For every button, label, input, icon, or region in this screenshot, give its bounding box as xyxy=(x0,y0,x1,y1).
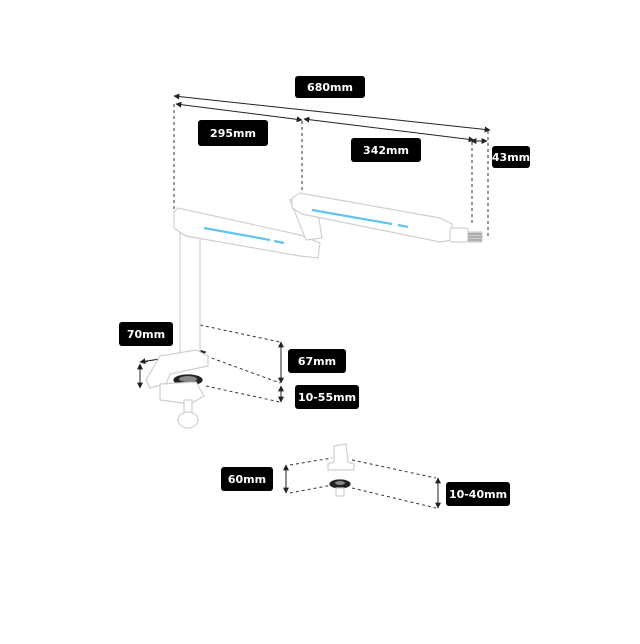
rear-led-dot xyxy=(273,239,285,245)
rear-arm-arrow xyxy=(175,101,303,123)
tip-mount xyxy=(449,227,469,243)
label-clamp-height: 67mm xyxy=(288,349,346,373)
grommet-screw xyxy=(335,487,345,497)
front-led xyxy=(311,208,393,226)
label-tip-drop: 43mm xyxy=(492,146,530,168)
clamp-knob xyxy=(177,411,199,429)
front-arm-arrow xyxy=(303,116,475,143)
front-led-dot xyxy=(397,223,409,229)
label-grommet-height: 60mm xyxy=(221,467,273,491)
boom-arm xyxy=(173,192,483,359)
rear-arm xyxy=(173,207,321,259)
clamp-top-jaw xyxy=(145,349,209,389)
clamp-bottom-jaw xyxy=(159,381,205,405)
vertical-post xyxy=(179,217,201,359)
rear-led xyxy=(203,226,271,242)
label-rear-arm: 295mm xyxy=(198,120,268,146)
label-front-arm: 342mm xyxy=(351,138,421,162)
guide-lines xyxy=(144,104,489,509)
label-grommet-range: 10-40mm xyxy=(446,482,510,506)
grommet-mount xyxy=(327,443,355,497)
led-strips xyxy=(203,208,409,245)
label-clamp-range: 10-55mm xyxy=(295,385,359,409)
desk-clamp xyxy=(145,349,209,429)
label-total-length: 680mm xyxy=(295,76,365,98)
label-clamp-depth: 70mm xyxy=(119,322,173,346)
grommet-post xyxy=(327,443,355,471)
